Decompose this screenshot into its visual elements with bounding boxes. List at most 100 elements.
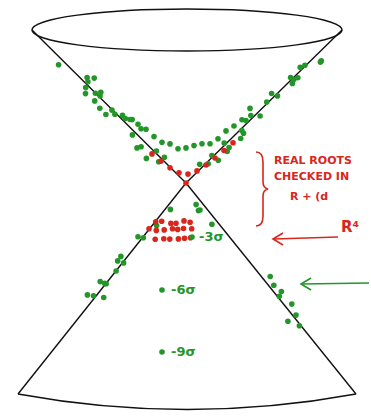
root-dot <box>247 106 253 112</box>
root-dot <box>167 236 173 242</box>
root-dot <box>56 62 62 68</box>
root-dot <box>226 145 232 151</box>
root-dot <box>189 234 195 240</box>
root-dot <box>175 146 181 152</box>
root-dot <box>182 235 188 241</box>
root-dot <box>221 140 227 146</box>
root-dot <box>181 226 187 232</box>
root-dot <box>97 93 103 99</box>
root-dot <box>318 59 324 65</box>
root-dot <box>85 292 91 298</box>
root-dot <box>97 105 103 111</box>
root-dot <box>191 143 197 149</box>
root-dot <box>257 113 263 119</box>
root-dot <box>193 202 199 208</box>
root-dot <box>183 180 189 186</box>
root-dot <box>102 281 108 287</box>
root-dot <box>154 228 160 234</box>
root-dot <box>271 282 277 288</box>
annotation-text: -3σ <box>199 230 224 244</box>
root-dot <box>290 81 296 87</box>
root-dot <box>289 301 295 307</box>
root-dot <box>138 126 144 132</box>
root-dot <box>203 162 209 168</box>
root-dot <box>151 134 157 140</box>
root-dot <box>91 293 97 299</box>
root-dot <box>91 75 97 81</box>
pointer-arrow <box>273 233 338 245</box>
root-dot <box>183 145 189 151</box>
root-dot <box>221 148 227 154</box>
root-dot <box>239 117 245 123</box>
cone-line <box>32 30 186 183</box>
root-dot <box>176 236 182 242</box>
root-dot <box>143 126 149 132</box>
root-dot <box>168 221 174 227</box>
root-dot <box>85 79 91 85</box>
root-dot <box>161 236 167 242</box>
root-dot <box>230 140 236 146</box>
root-dot <box>149 151 155 157</box>
root-dot <box>196 208 202 214</box>
root-dot <box>101 295 107 301</box>
root-dot <box>215 136 221 142</box>
root-dot <box>159 287 165 293</box>
root-dot <box>123 116 129 122</box>
root-dot <box>167 165 173 171</box>
root-dots <box>56 58 324 355</box>
root-dot <box>113 268 119 274</box>
root-dot <box>248 113 254 119</box>
root-dot <box>176 170 182 176</box>
root-dot <box>175 227 181 233</box>
root-dot <box>167 141 173 147</box>
root-dot <box>277 294 283 300</box>
root-dot <box>189 226 195 232</box>
root-dot <box>194 168 200 174</box>
cone-line <box>186 183 356 394</box>
root-dot <box>112 112 118 118</box>
root-dot <box>269 91 275 97</box>
root-dot <box>134 145 140 151</box>
root-dot <box>83 91 89 97</box>
cone-rim <box>32 9 342 51</box>
root-dot <box>103 112 109 118</box>
root-dot <box>199 141 205 147</box>
annotation-text: -6σ <box>171 283 196 297</box>
root-dot <box>207 141 213 147</box>
root-dot <box>92 98 98 104</box>
root-dot <box>93 90 99 96</box>
root-dot <box>135 121 141 127</box>
root-dot <box>238 136 244 142</box>
root-dot <box>288 75 294 81</box>
root-dot <box>159 140 165 146</box>
root-dot <box>279 289 285 295</box>
root-dot <box>185 171 191 177</box>
root-dot <box>293 312 299 318</box>
root-dot <box>141 235 147 241</box>
root-dot <box>285 319 291 325</box>
cone-line <box>18 183 186 394</box>
root-dot <box>158 158 164 164</box>
annotation-text: REAL ROOTS <box>274 155 352 167</box>
bracket <box>256 152 268 226</box>
pointer-arrow <box>301 278 369 290</box>
root-dot <box>135 234 141 240</box>
root-dot <box>297 323 303 329</box>
root-dot <box>173 221 179 227</box>
root-dot <box>170 226 176 232</box>
root-dot <box>197 162 203 168</box>
annotation-text: R⁴ <box>341 219 359 236</box>
root-dot <box>267 274 273 280</box>
root-dot <box>212 155 218 161</box>
root-dot <box>153 219 159 225</box>
root-dot <box>146 226 152 232</box>
cone-base <box>18 394 356 410</box>
root-dot <box>209 221 215 227</box>
root-dot <box>264 99 270 105</box>
root-dot <box>118 254 124 260</box>
root-dot <box>83 85 89 91</box>
root-dot <box>223 128 229 134</box>
root-dot <box>181 218 187 224</box>
annotation-text: -9σ <box>171 345 196 359</box>
root-dot <box>159 218 165 224</box>
